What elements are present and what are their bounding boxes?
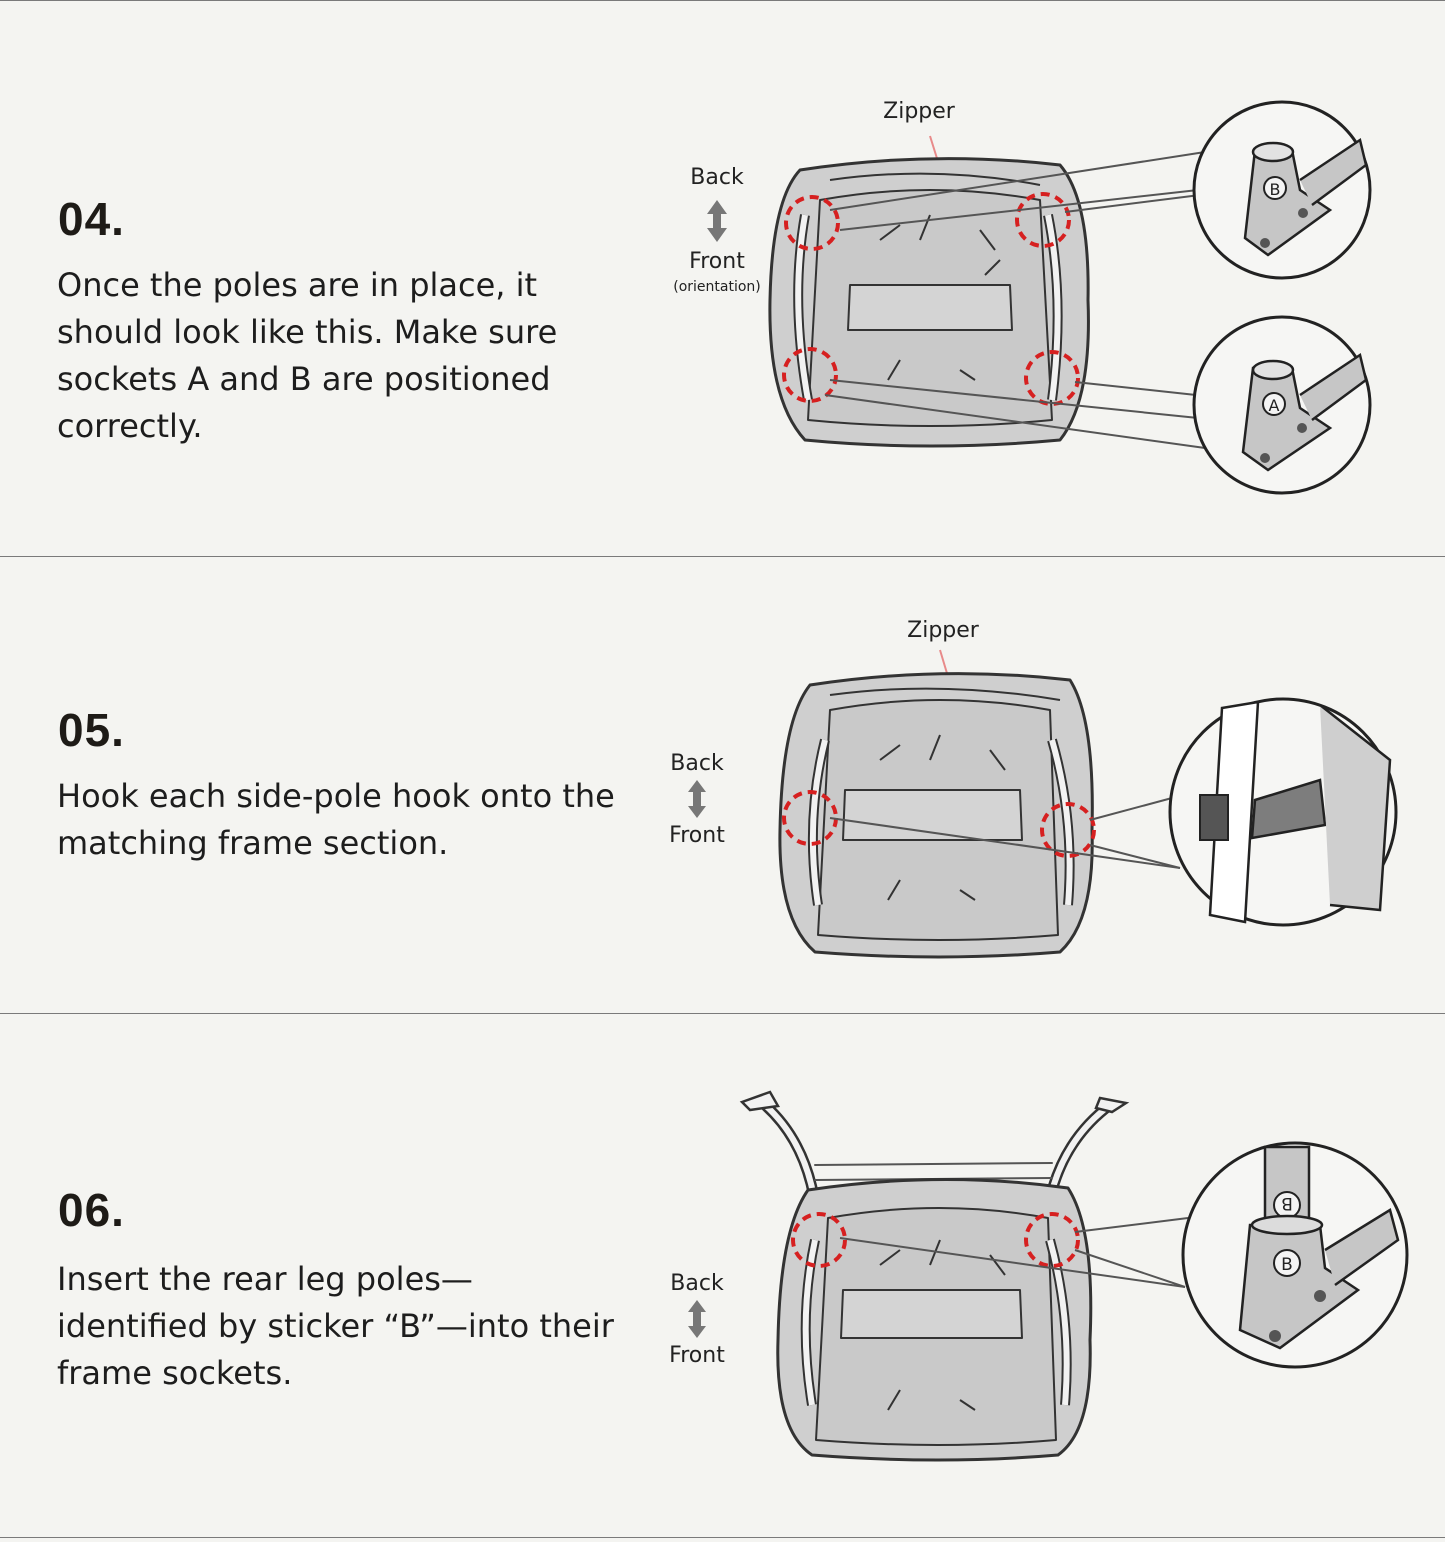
back-label: Back — [690, 165, 744, 190]
step-description: Insert the rear leg poles—identified by … — [57, 1260, 614, 1392]
zipper-label: Zipper — [883, 99, 956, 124]
step-06: 06. Insert the rear leg poles—identified… — [0, 1013, 1445, 1537]
step-05: 05. Hook each side-pole hook onto the ma… — [0, 556, 1445, 1013]
orientation-arrow-icon — [688, 1300, 706, 1338]
hook-detail — [1168, 697, 1398, 927]
step-description: Once the poles are in place, it should l… — [57, 266, 558, 445]
step-04-illustration: Zipper Back Front (orientation) — [673, 99, 1372, 495]
highlight-circles — [782, 192, 1080, 406]
divider-top — [0, 0, 1445, 1]
back-label: Back — [670, 751, 724, 776]
divider-1 — [0, 556, 1445, 557]
step-06-illustration: Back Front — [669, 1090, 1409, 1462]
step-number: 04. — [58, 193, 125, 245]
front-label: Front — [669, 823, 725, 848]
step-number: 05. — [58, 704, 125, 756]
socket-b-label: B — [1281, 1255, 1293, 1275]
step-04: 04. Once the poles are in place, it shou… — [0, 0, 1445, 556]
divider-2 — [0, 1013, 1445, 1014]
back-label: Back — [670, 1271, 724, 1296]
orientation-arrow-icon — [707, 200, 727, 242]
callout-lines — [824, 151, 1206, 449]
bag-icon — [768, 157, 1090, 448]
orientation-note: (orientation) — [673, 279, 761, 295]
divider-bottom — [0, 1537, 1445, 1538]
callout-lines — [839, 1217, 1189, 1288]
socket-a-label: A — [1269, 396, 1280, 415]
callout-lines — [829, 797, 1181, 869]
socket-b-detail: B B — [1181, 1141, 1409, 1369]
sticker-b-upper-label: B — [1281, 1193, 1293, 1213]
orientation-arrow-icon — [688, 780, 706, 818]
step-description: Hook each side-pole hook onto the matchi… — [57, 777, 615, 862]
step-05-illustration: Zipper Back Front — [669, 618, 1398, 959]
socket-a-detail: A — [1192, 315, 1372, 495]
front-label: Front — [669, 1343, 725, 1368]
zipper-label: Zipper — [907, 618, 980, 643]
bag-icon — [776, 1177, 1093, 1462]
socket-b-label: B — [1270, 180, 1281, 199]
bag-icon — [778, 672, 1094, 959]
socket-b-detail: B — [1192, 100, 1372, 280]
highlight-circles — [791, 1212, 1080, 1268]
front-label: Front — [689, 249, 745, 274]
step-number: 06. — [58, 1184, 125, 1236]
